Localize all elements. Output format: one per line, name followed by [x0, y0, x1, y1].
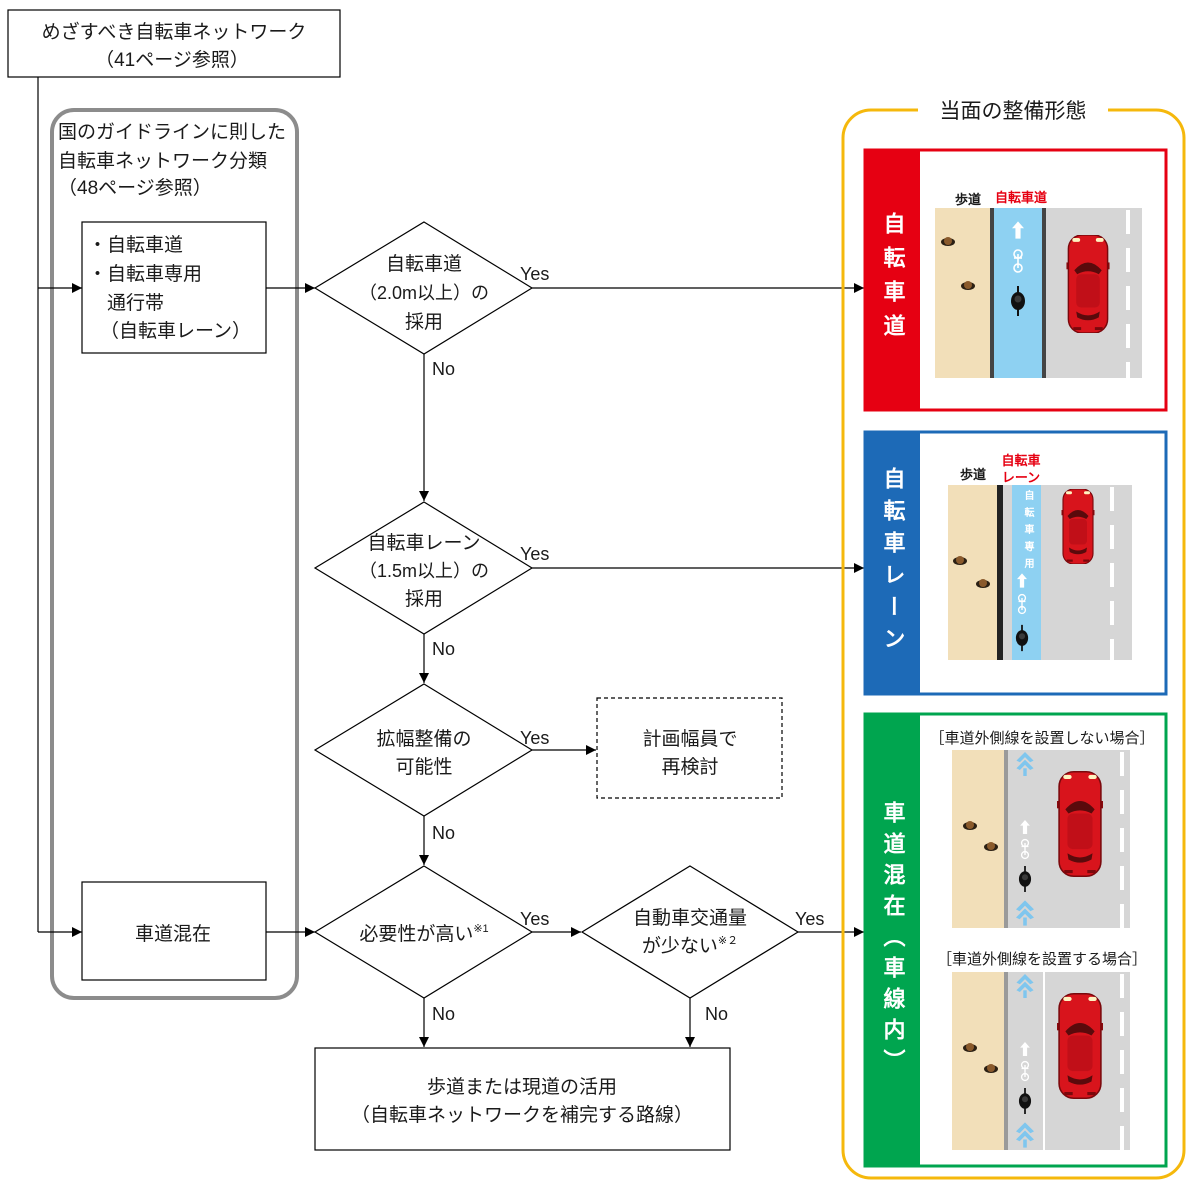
decision4-footnote: ※1	[473, 923, 488, 935]
decision-high-necessity	[313, 865, 534, 999]
result-line1: 歩道または現道の活用	[427, 1076, 617, 1098]
start-box-title: めざすべき自転車ネットワーク	[42, 20, 307, 43]
decision1-line1: 自転車道	[386, 253, 462, 275]
lane-type-bicycle-lane: ・自転車専用	[88, 263, 202, 285]
start-box	[7, 9, 341, 78]
mixed-traffic-box	[81, 881, 267, 981]
decision3-yes-label: Yes	[520, 728, 549, 748]
decision-low-traffic-volume	[580, 865, 800, 999]
car-icon	[1057, 770, 1103, 878]
decision-widening-possibility	[313, 683, 534, 817]
result-box	[314, 1047, 731, 1151]
decision-bicycle-lane	[313, 501, 534, 635]
decision5-line2-text: が少ない※２	[642, 935, 738, 957]
panel2-facility-label-line1: 自転車	[1001, 453, 1040, 468]
bicycle-lane-surface	[1012, 485, 1041, 660]
case-with-outside-line-label: ［車道外側線を設置する場合］	[937, 951, 1147, 968]
reexamine-box	[596, 697, 783, 799]
car-icon	[1066, 235, 1110, 333]
classification-frame	[50, 108, 299, 1000]
bicycle-lane-marking-text: 自転車専用	[1022, 490, 1033, 575]
decision5-no-label: No	[705, 1004, 728, 1024]
panel-mixed-traffic-label: 車道混在（車線内）	[880, 800, 906, 1080]
connectors	[37, 77, 864, 1047]
bicycle-track-illustration	[935, 208, 1142, 378]
start-box-reference: （41ページ参照）	[95, 49, 249, 71]
classification-title-line1: 国のガイドラインに則した	[58, 121, 286, 143]
decision2-line2: （1.5m以上）の	[359, 561, 489, 581]
curb-divider	[1042, 208, 1046, 378]
lane-type-bicycle-lane-cont: 通行帯	[107, 292, 164, 314]
forms-title: 当面の整備形態	[940, 100, 1087, 123]
reexamine-line2: 再検討	[661, 756, 718, 778]
curb-divider	[1004, 750, 1008, 928]
decision1-yes-label: Yes	[520, 264, 549, 284]
bicycle-lane-illustration	[948, 485, 1132, 660]
panel-mixed-traffic-strip	[865, 714, 920, 1166]
decision1-no-label: No	[432, 359, 455, 379]
forms-title-background	[918, 96, 1108, 124]
decision-bicycle-track	[313, 221, 534, 355]
decision2-no-label: No	[432, 639, 455, 659]
decision4-text: 必要性が高い※1	[359, 923, 488, 945]
panel1-facility-label: 自転車道	[995, 190, 1047, 205]
panel3-label-box: 車道混在（車線内）	[865, 714, 920, 1166]
panel2-sidewalk-label: 歩道	[960, 467, 986, 482]
sidewalk	[952, 972, 1004, 1150]
decision1-line3: 採用	[405, 311, 443, 333]
decision2-line1: 自転車レーン	[367, 532, 480, 554]
lane-type-bicycle-track: ・自転車道	[88, 234, 183, 256]
decision5-line2: が少ない	[642, 935, 718, 957]
panel-bicycle-track-strip	[865, 150, 920, 410]
panel1-label-box: 自転車道	[865, 150, 920, 410]
sidewalk	[935, 208, 990, 378]
decision5-yes-label: Yes	[795, 909, 824, 929]
mixed-traffic-illustration-without-line	[952, 750, 1130, 928]
decision1-line2: （2.0m以上）の	[359, 283, 489, 303]
panel2-facility-label-line2: レーン	[1002, 470, 1040, 485]
car-icon	[1057, 992, 1103, 1100]
curb-divider	[997, 485, 1003, 660]
decision5-footnote: ※２	[718, 935, 738, 947]
panel-bicycle-track-label: 自転車道	[880, 212, 906, 348]
panel-bicycle-lane-label: 自転車レーン	[880, 467, 906, 659]
decision2-line3: 採用	[405, 588, 443, 610]
lane-types-box	[81, 221, 267, 354]
mixed-traffic-illustration-with-line	[952, 972, 1130, 1150]
decision4-no-label: No	[432, 1004, 455, 1024]
sidewalk	[952, 750, 1004, 928]
result-line2: （自転車ネットワークを補完する路線）	[351, 1104, 693, 1126]
decision2-yes-label: Yes	[520, 544, 549, 564]
decision4-yes-label: Yes	[520, 909, 549, 929]
mixed-traffic-label: 車道混在	[135, 923, 211, 945]
curb-divider	[990, 208, 994, 378]
curb-divider	[1004, 972, 1008, 1150]
decision3-line1: 拡幅整備の	[376, 728, 471, 750]
sidewalk	[948, 485, 997, 660]
case-without-outside-line-label: ［車道外側線を設置しない場合］	[929, 730, 1154, 747]
decision3-no-label: No	[432, 823, 455, 843]
panel1-sidewalk-label: 歩道	[955, 192, 981, 207]
decision5-line1: 自動車交通量	[633, 907, 747, 929]
decision3-line2: 可能性	[395, 756, 452, 778]
car-icon	[1060, 489, 1096, 564]
reexamine-line1: 計画幅員で	[642, 728, 737, 750]
classification-title-reference: （48ページ参照）	[58, 177, 212, 199]
classification-title-line2: 自転車ネットワーク分類	[58, 150, 267, 172]
panel2-label-box: 自転車レーン	[865, 432, 920, 694]
lane-type-bicycle-lane-alias: （自転車レーン）	[100, 320, 251, 342]
panel-bicycle-lane-strip	[865, 432, 920, 694]
decision4-line1: 必要性が高い	[359, 923, 473, 945]
